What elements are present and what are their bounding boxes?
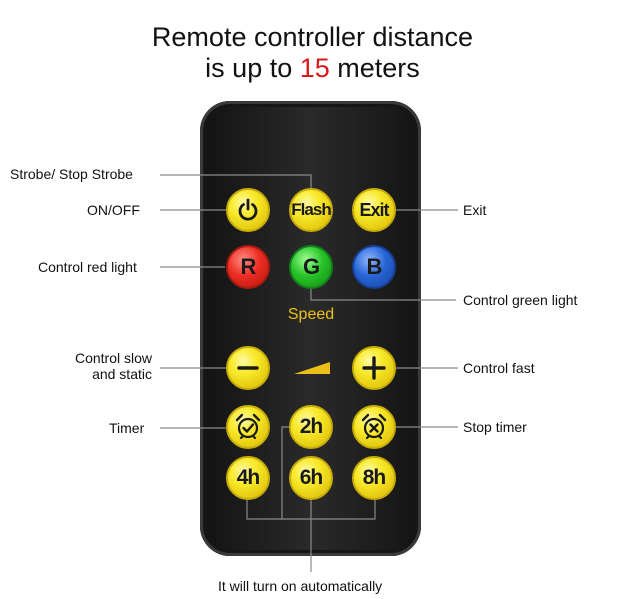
label-control-red: Control red light xyxy=(38,259,137,275)
label-control-slow-line-1: Control slow xyxy=(74,350,152,366)
timer-4h-button[interactable]: 4h xyxy=(226,456,270,500)
stop-timer-button[interactable] xyxy=(352,405,396,449)
blue-button-label: B xyxy=(366,254,383,279)
label-control-slow: Control slow and static xyxy=(52,350,152,382)
flash-button[interactable]: Flash xyxy=(289,188,333,232)
speed-label: Speed xyxy=(287,306,335,323)
line-2h-branch xyxy=(281,426,290,519)
blue-button[interactable]: B xyxy=(352,245,396,289)
title-line-2: is up to 15 meters xyxy=(0,53,625,84)
title-line-1: Remote controller distance xyxy=(151,22,474,52)
timer-button[interactable] xyxy=(226,405,270,449)
timer-4h-label: 4h xyxy=(236,466,260,489)
distance-value: 15 xyxy=(299,53,330,83)
label-control-green: Control green light xyxy=(463,292,578,308)
title-line-2-prefix: is up to xyxy=(205,53,300,83)
alarm-clock-x-icon xyxy=(361,413,387,440)
green-button-label: G xyxy=(302,254,320,279)
flash-button-label: Flash xyxy=(291,200,331,219)
timer-8h-label: 8h xyxy=(362,466,386,489)
label-stop-timer: Stop timer xyxy=(463,419,527,435)
line-green xyxy=(310,288,456,301)
exit-button-label: Exit xyxy=(359,199,389,220)
power-button[interactable] xyxy=(226,188,270,232)
timer-8h-button[interactable]: 8h xyxy=(352,456,396,500)
timer-6h-label: 6h xyxy=(299,466,323,489)
alarm-clock-check-icon xyxy=(235,413,261,440)
plus-icon xyxy=(362,356,386,380)
timer-2h-label: 2h xyxy=(299,415,323,438)
red-button[interactable]: R xyxy=(226,245,270,289)
label-exit: Exit xyxy=(463,202,487,218)
exit-button[interactable]: Exit xyxy=(352,188,396,232)
power-icon xyxy=(238,198,258,221)
green-button[interactable]: G xyxy=(289,245,333,289)
line-strobe xyxy=(160,174,312,190)
label-control-slow-line-2: and static xyxy=(92,366,152,382)
slow-button[interactable] xyxy=(226,346,270,390)
label-strobe: Strobe/ Stop Strobe xyxy=(10,166,133,182)
label-auto-on: It will turn on automatically xyxy=(218,578,383,594)
red-button-label: R xyxy=(240,254,257,279)
page-title: Remote controller distance is up to 15 m… xyxy=(0,22,625,84)
fast-button[interactable] xyxy=(352,346,396,390)
minus-icon xyxy=(237,366,259,370)
label-timer: Timer xyxy=(109,420,145,436)
label-control-fast: Control fast xyxy=(463,360,535,376)
speed-ramp-icon xyxy=(294,362,330,374)
timer-2h-button[interactable]: 2h xyxy=(289,405,333,449)
label-on-off: ON/OFF xyxy=(87,202,140,218)
title-line-2-suffix: meters xyxy=(329,53,420,83)
timer-6h-button[interactable]: 6h xyxy=(289,456,333,500)
